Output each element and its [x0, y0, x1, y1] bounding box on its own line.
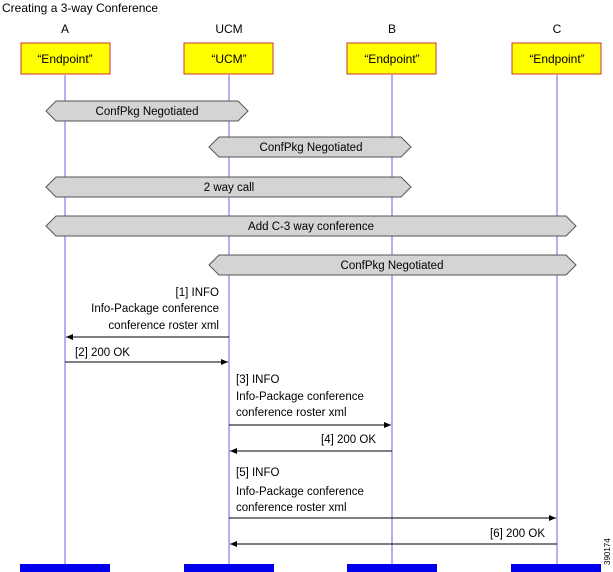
band-add-c-conference: [45, 215, 577, 237]
message-5-line-2: Info-Package conference: [236, 486, 364, 498]
message-1-line-2: Info-Package conference: [91, 303, 219, 315]
message-2-line-1: [2] 200 OK: [75, 347, 130, 359]
participant-box-c: [511, 42, 602, 75]
footer-bar-b: [347, 564, 437, 572]
footer-bar-ucm: [184, 564, 274, 572]
footer-bar-c: [511, 564, 601, 572]
band-confpkg-ucm-b-label: ConfPkg Negotiated: [260, 142, 363, 154]
participant-box-b-label: “Endpoint”: [364, 52, 419, 66]
footer-bars: [20, 564, 601, 572]
message-4-line-1: [4] 200 OK: [321, 434, 376, 446]
column-label-b: B: [388, 22, 396, 36]
message-1-line-1: [1] INFO: [176, 287, 220, 299]
participant-box-a-label: “Endpoint”: [37, 52, 92, 66]
participant-box-a: [20, 42, 111, 75]
message-1-line-3: conference roster xml: [108, 320, 219, 332]
band-2-way-call-label: 2 way call: [204, 182, 255, 194]
band-confpkg-ucm-c-label: ConfPkg Negotiated: [341, 260, 444, 272]
diagram-title: Creating a 3-way Conference: [2, 1, 158, 15]
band-confpkg-a-ucm: [45, 100, 249, 122]
participant-box-ucm: [183, 42, 274, 75]
messages: [1] INFO Info-Package conference confere…: [65, 287, 557, 547]
message-3-line-2: Info-Package conference: [236, 391, 364, 403]
band-2-way-call: [45, 176, 412, 198]
band-confpkg-ucm-b: [208, 136, 412, 158]
footer-bar-a: [20, 564, 110, 572]
interaction-bands: ConfPkg Negotiated ConfPkg Negotiated 2 …: [45, 100, 577, 276]
message-3-line-3: conference roster xml: [236, 407, 347, 419]
column-label-a: A: [61, 22, 69, 36]
message-6-line-1: [6] 200 OK: [490, 528, 545, 540]
column-label-ucm: UCM: [215, 22, 242, 36]
band-add-c-conference-label: Add C-3 way conference: [248, 221, 374, 233]
band-confpkg-a-ucm-label: ConfPkg Negotiated: [96, 106, 199, 118]
participant-box-c-label: “Endpoint”: [529, 52, 584, 66]
message-3-line-1: [3] INFO: [236, 374, 280, 386]
message-5-line-1: [5] INFO: [236, 467, 280, 479]
band-confpkg-ucm-c: [208, 254, 577, 276]
message-5-line-3: conference roster xml: [236, 502, 347, 514]
participant-box-ucm-label: “UCM”: [211, 52, 246, 66]
participant-box-b: [346, 42, 437, 75]
column-headers: A UCM B C: [61, 22, 562, 36]
participant-boxes: “Endpoint” “UCM” “Endpoint” “Endpoint”: [20, 42, 602, 75]
column-label-c: C: [553, 22, 562, 36]
figure-id: 390174: [603, 538, 612, 565]
